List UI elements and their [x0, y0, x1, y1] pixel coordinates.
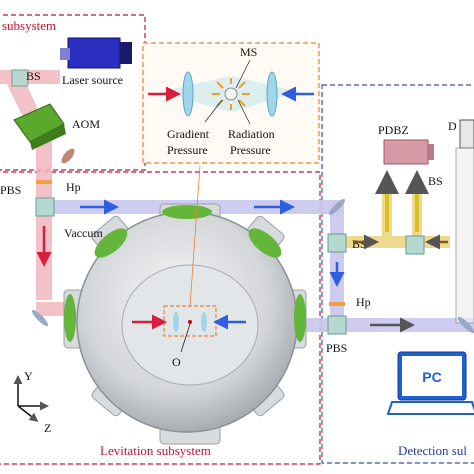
bs-right-label: BS	[428, 174, 443, 188]
detection-beam-path	[330, 180, 450, 248]
laser-source	[60, 37, 132, 69]
vaccum-label: Vaccum	[64, 226, 103, 240]
axis-y-label: Y	[24, 369, 33, 383]
aom-modulator	[13, 103, 66, 150]
origin-label: O	[172, 355, 181, 369]
zoom-inset	[148, 59, 314, 125]
gradient-label-1: Gradient	[167, 127, 210, 141]
mirror-top	[61, 148, 75, 164]
hp-right-label: Hp	[356, 295, 371, 309]
bs-top-label: BS	[26, 69, 41, 83]
laser-source-label: Laser source	[62, 73, 123, 87]
aom-label: AOM	[72, 117, 100, 131]
vacuum-chamber	[63, 165, 307, 445]
hp-top-label: Hp	[66, 180, 81, 194]
mirror-right-bottom	[457, 316, 474, 334]
pbs-right	[327, 315, 347, 335]
half-wave-plate-top	[36, 180, 52, 184]
pbs-right-label: PBS	[326, 341, 347, 355]
radiation-label-2: Pressure	[230, 143, 271, 157]
detection-subsystem-label: Detection sul	[398, 443, 467, 458]
mirror-left	[31, 309, 49, 327]
pc-computer	[386, 351, 474, 415]
laser-subsystem-label: subsystem	[2, 18, 56, 33]
pbs-left	[35, 197, 55, 217]
coordinate-axes	[13, 375, 49, 422]
levitation-subsystem-box	[0, 171, 321, 465]
zoom-inset-box	[142, 42, 320, 164]
levitation-subsystem-label: Levitation subsystem	[100, 443, 211, 458]
bs-mid-label: BS	[352, 237, 367, 251]
beam-splitter-right	[405, 235, 425, 255]
mirror-right-top	[328, 198, 346, 216]
d-label: D	[448, 119, 457, 133]
gradient-label-2: Pressure	[167, 143, 208, 157]
pc-label: PC	[422, 369, 441, 385]
beam-splitter-top	[11, 69, 29, 87]
ms-label: MS	[240, 45, 257, 59]
beam-splitter-mid	[327, 233, 347, 253]
axis-z-label: Z	[44, 421, 51, 435]
pbs-left-label: PBS	[0, 183, 21, 197]
pdbz-label: PDBZ	[378, 123, 409, 137]
detector-d	[455, 119, 474, 324]
half-wave-plate-right	[329, 302, 345, 306]
radiation-label-1: Radiation	[228, 127, 275, 141]
pdbz-detector	[383, 139, 434, 165]
detection-subsystem-box	[321, 84, 474, 464]
